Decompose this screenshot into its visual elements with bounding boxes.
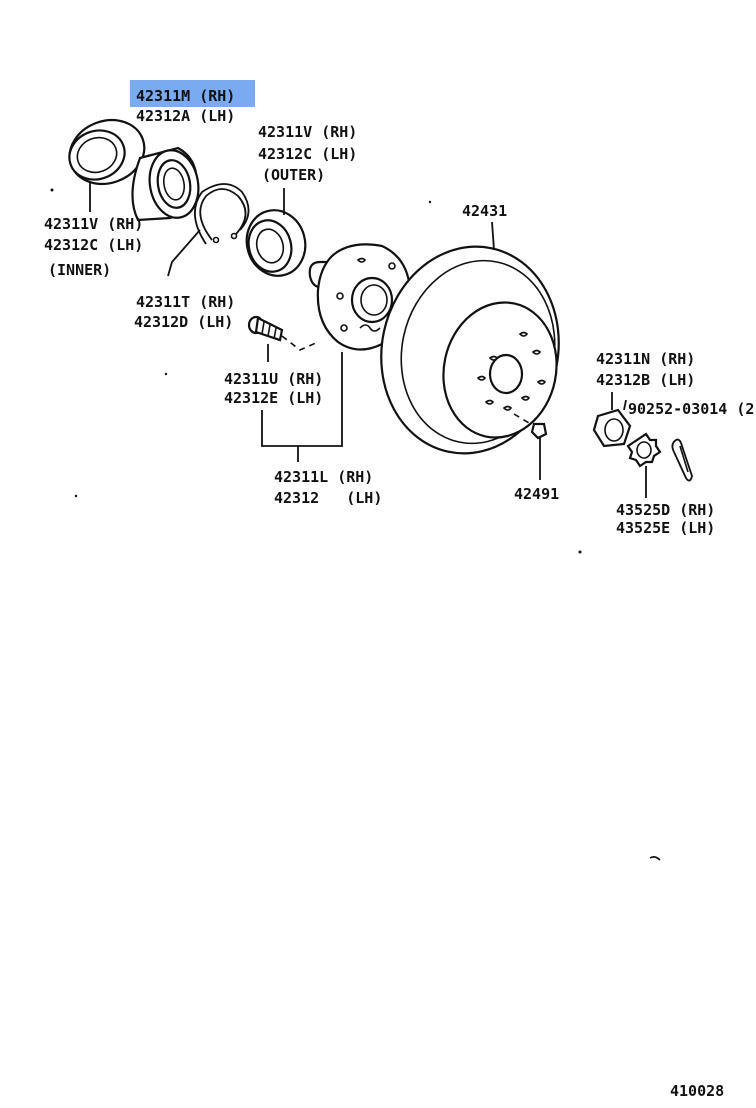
callout-hub-nut[interactable]: 42311N (RH) 42312B (LH) <box>596 350 695 389</box>
callout-cotter-pin[interactable]: 90252-03014 (2) <box>628 400 756 418</box>
callout-hub-bolt[interactable]: 42311U (RH) 42312E (LH) <box>224 370 323 407</box>
callout-line: 42311T (RH) <box>136 293 235 311</box>
callout-line: 42311V (RH) <box>258 123 357 141</box>
callout-line: 42312C (LH) <box>44 236 143 254</box>
callout-line: 43525E (LH) <box>616 519 715 537</box>
callout-inner-oil-seal[interactable]: 42311V (RH) 42312C (LH) (INNER) <box>44 215 143 279</box>
callout-line: 43525D (RH) <box>616 501 715 519</box>
callout-line: 42431 <box>462 202 507 220</box>
hub-bearing-part[interactable] <box>131 146 203 222</box>
callout-line: 42312E (LH) <box>224 389 323 407</box>
disc-screw-part[interactable] <box>513 413 548 440</box>
scan-specks <box>50 188 661 861</box>
callout-line: 42311V (RH) <box>44 215 143 233</box>
hub-bolt-part[interactable] <box>247 315 319 351</box>
callout-nut-lock-cap[interactable]: 43525D (RH) 43525E (LH) <box>616 501 715 537</box>
inner-oil-seal-part[interactable] <box>61 110 154 194</box>
hub-nut-part[interactable] <box>592 408 632 448</box>
callout-disc[interactable]: 42431 <box>462 202 507 220</box>
callout-line: 42311L (RH) <box>274 468 373 486</box>
callout-outer-oil-seal[interactable]: 42311V (RH) 42312C (LH) (OUTER) <box>258 123 357 184</box>
callout-line: 42491 <box>514 485 559 503</box>
leader-lines <box>89 182 647 498</box>
outer-oil-seal-part[interactable] <box>239 204 312 283</box>
callout-line: (INNER) <box>48 261 111 279</box>
callout-line: 42311U (RH) <box>224 370 323 388</box>
callout-disc-screw[interactable]: 42491 <box>514 485 559 503</box>
callout-axle-hub-assy[interactable]: 42311L (RH) 42312 (LH) <box>274 468 382 507</box>
callout-line: 42312A (LH) <box>136 107 235 125</box>
callout-line: 42311N (RH) <box>596 350 695 368</box>
brake-disc-part[interactable] <box>362 230 577 470</box>
snap-ring-part[interactable] <box>194 183 250 245</box>
callout-line: 90252-03014 (2) <box>628 400 756 418</box>
callout-highlight <box>130 80 255 107</box>
callout-line: 42311M (RH) <box>136 87 235 105</box>
illustration-number: 410028 <box>670 1082 724 1100</box>
callout-line: 42312C (LH) <box>258 145 357 163</box>
nut-lock-cap-part[interactable] <box>626 432 662 468</box>
callout-line: (OUTER) <box>262 166 325 184</box>
callout-hub-bearing[interactable]: 42311M (RH) 42312A (LH) <box>136 87 235 125</box>
cotter-pin-part[interactable] <box>671 438 693 482</box>
callout-line: 42312D (LH) <box>134 313 233 331</box>
callout-line: 42312B (LH) <box>596 371 695 389</box>
callout-line: 42312 (LH) <box>274 489 382 507</box>
callout-snap-ring[interactable]: 42311T (RH) 42312D (LH) <box>134 293 235 331</box>
